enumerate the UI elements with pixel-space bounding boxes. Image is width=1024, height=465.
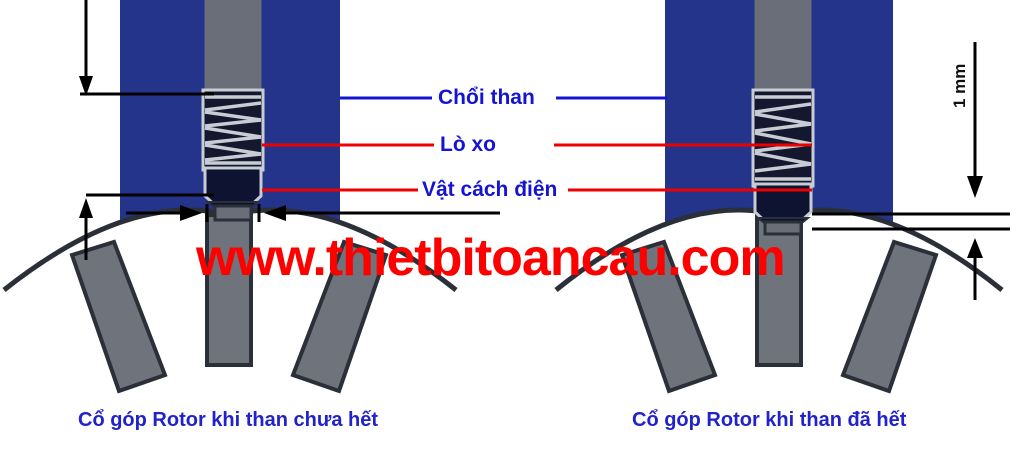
panel-right <box>554 0 1010 394</box>
dimension-commutator-gap <box>812 42 1010 300</box>
dimension-commutator-height-left <box>79 193 214 260</box>
commutator-segment <box>290 239 389 394</box>
dimension-label-1mm: 1 mm <box>950 63 969 108</box>
brush-contact-left <box>213 204 253 222</box>
caption-right: Cổ góp Rotor khi than đã hết <box>632 409 907 431</box>
brush-contact-right <box>763 220 803 236</box>
carbon-brush-left <box>204 0 262 95</box>
commutator-segment <box>619 239 718 394</box>
dimension-brush-remaining-height <box>79 0 214 96</box>
spring-coils-left <box>204 95 262 165</box>
caption-left: Cổ góp Rotor khi than chưa hết <box>78 409 379 431</box>
carbon-brush-right <box>754 0 812 95</box>
dimension-brush-width <box>126 204 500 222</box>
commutator-segment <box>755 213 803 367</box>
panel-left <box>2 0 500 394</box>
commutator-segments-right <box>619 213 939 394</box>
commutator-segment <box>69 239 168 394</box>
watermark: www.thietbitoancau.com <box>196 229 786 287</box>
callout-label-brush: Chổi than <box>438 86 535 109</box>
commutator-segment <box>840 239 939 394</box>
callout-label-insulator: Vật cách điện <box>422 178 558 201</box>
callout-label-spring: Lò xo <box>440 133 496 156</box>
